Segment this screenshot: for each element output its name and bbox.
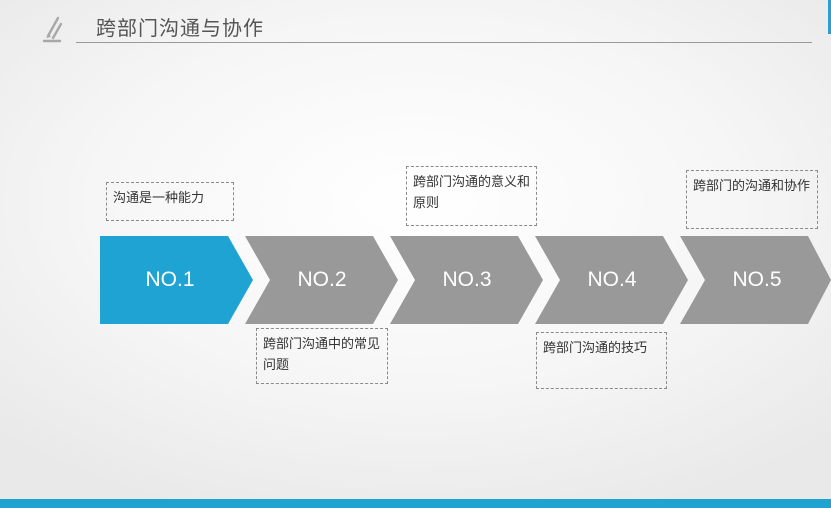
step-note-2: 跨部门沟通中的常见问题 — [256, 328, 388, 384]
chevron-step-4 — [535, 236, 688, 324]
accent-edge-bar — [828, 0, 831, 34]
chevron-step-3 — [390, 236, 543, 324]
chevron-step-2 — [245, 236, 398, 324]
step-note-1: 沟通是一种能力 — [106, 182, 234, 221]
chevron-step-5 — [680, 236, 831, 324]
step-label-2: NO.2 — [297, 268, 347, 291]
step-note-3: 跨部门沟通的意义和原则 — [406, 166, 537, 226]
pencil-icon — [42, 16, 63, 43]
step-note-5: 跨部门的沟通和协作 — [686, 170, 818, 229]
step-label-4: NO.4 — [587, 268, 637, 291]
slide-title: 跨部门沟通与协作 — [96, 16, 264, 40]
bottom-accent-bar — [0, 499, 831, 508]
step-label-3: NO.3 — [442, 268, 492, 291]
step-note-4: 跨部门沟通的技巧 — [536, 332, 667, 389]
title-divider — [76, 42, 812, 43]
step-label-1: NO.1 — [145, 268, 195, 291]
chevron-step-1 — [100, 236, 253, 324]
step-label-5: NO.5 — [732, 268, 782, 291]
